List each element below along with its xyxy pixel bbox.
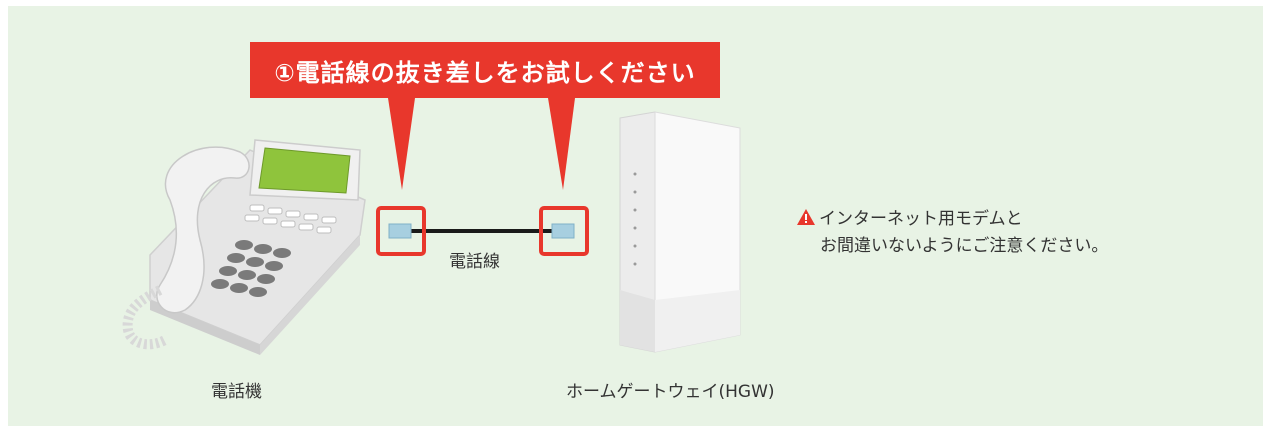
hgw-label: ホームゲートウェイ(HGW) bbox=[566, 382, 775, 402]
home-gateway-icon bbox=[619, 111, 741, 353]
warning-line-1: インターネット用モデムと bbox=[819, 209, 1023, 229]
warning-triangle-icon bbox=[797, 209, 815, 225]
connector-highlight-left bbox=[376, 206, 426, 256]
telephone-icon bbox=[122, 139, 366, 355]
callout-pointer-left bbox=[388, 98, 415, 190]
connector-highlight-right bbox=[539, 206, 589, 256]
warning-line-2: お間違いないようにご注意ください。 bbox=[820, 236, 1109, 256]
phone-cable bbox=[376, 206, 589, 256]
instruction-callout: ①電話線の抜き差しをお試しください bbox=[250, 42, 720, 98]
callout-pointer-right bbox=[548, 98, 575, 190]
cable-label: 電話線 bbox=[449, 252, 500, 272]
warning-note: インターネット用モデムと お間違いないようにご注意ください。 bbox=[797, 206, 1108, 260]
telephone-label: 電話機 bbox=[211, 382, 262, 402]
